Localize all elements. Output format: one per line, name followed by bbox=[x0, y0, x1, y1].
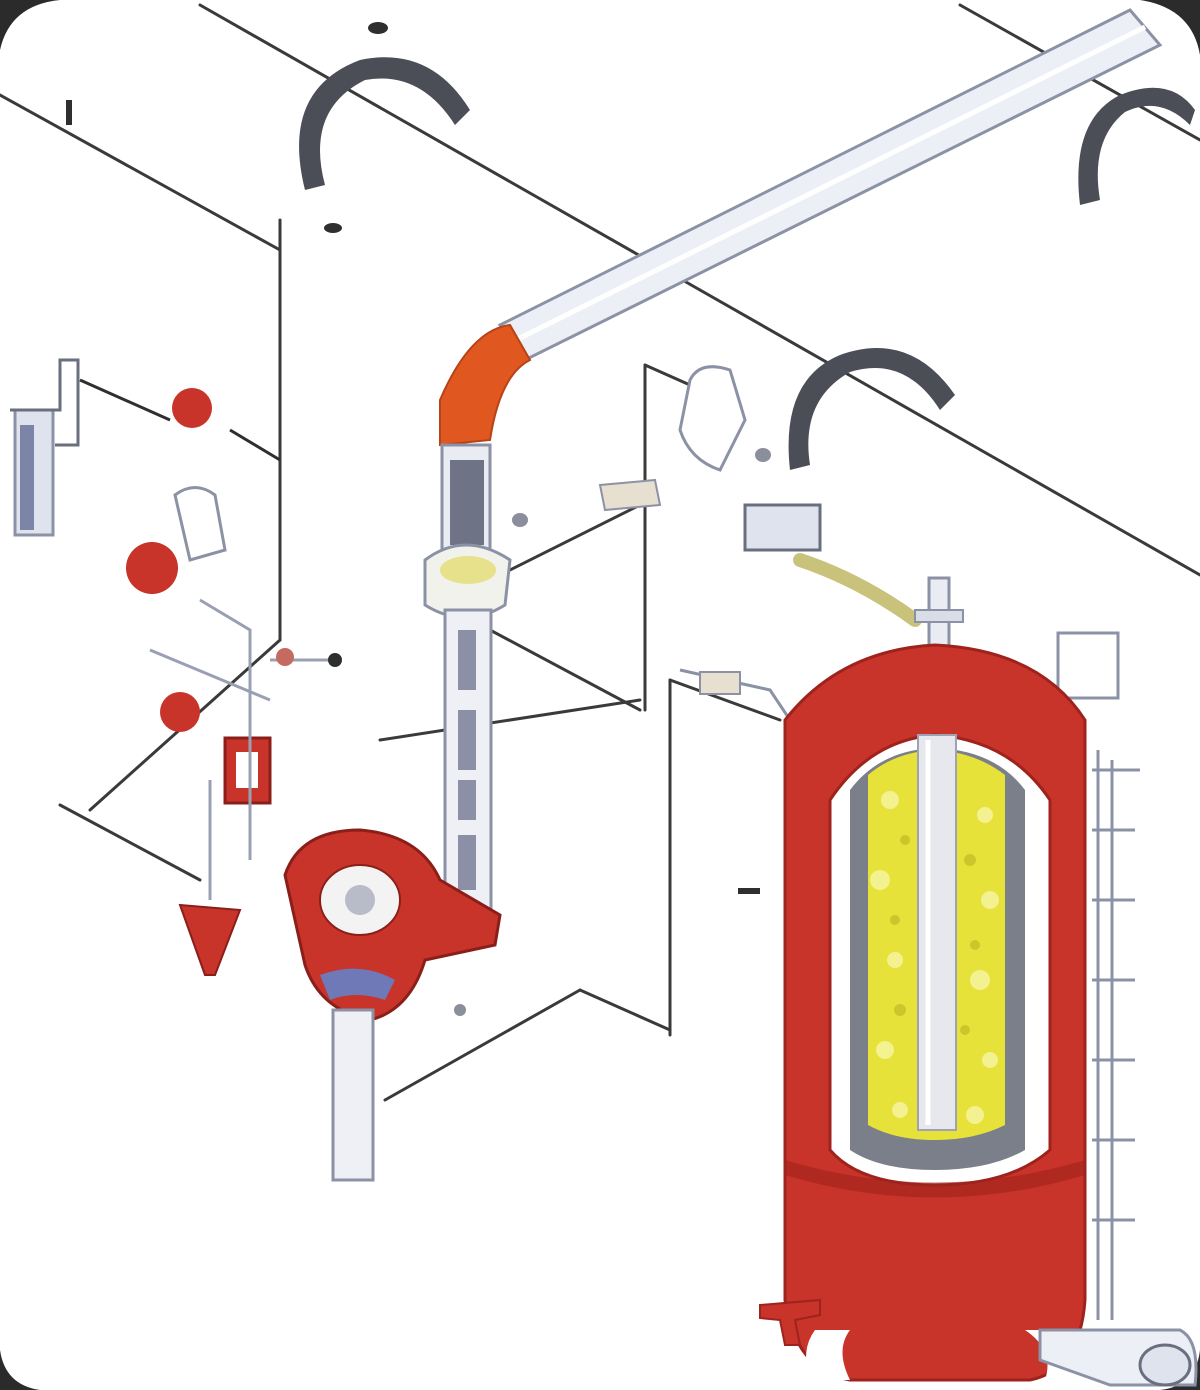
red-ball-valve-icon bbox=[160, 692, 200, 732]
hook-icon bbox=[1078, 87, 1195, 205]
structure-lines bbox=[0, 3, 1200, 1102]
bottom-fittings bbox=[759, 1298, 1198, 1387]
overhead-pipe bbox=[497, 8, 1163, 362]
hook-icon bbox=[299, 57, 470, 190]
feed-line bbox=[793, 553, 922, 627]
left-valves bbox=[10, 358, 342, 976]
hook-icon bbox=[788, 348, 955, 470]
vertical-riser bbox=[423, 443, 512, 912]
red-ball-valve-icon bbox=[172, 388, 212, 428]
red-funnel-icon bbox=[178, 903, 242, 976]
side-ladder bbox=[1092, 750, 1140, 1320]
red-pump-assembly bbox=[283, 828, 502, 1182]
red-ball-valve-icon bbox=[126, 542, 178, 594]
upper-hardware bbox=[598, 365, 1120, 721]
ceiling-hook-icons bbox=[299, 57, 1195, 470]
orange-elbow bbox=[439, 323, 532, 447]
packed-column-vessel bbox=[783, 576, 1087, 1382]
